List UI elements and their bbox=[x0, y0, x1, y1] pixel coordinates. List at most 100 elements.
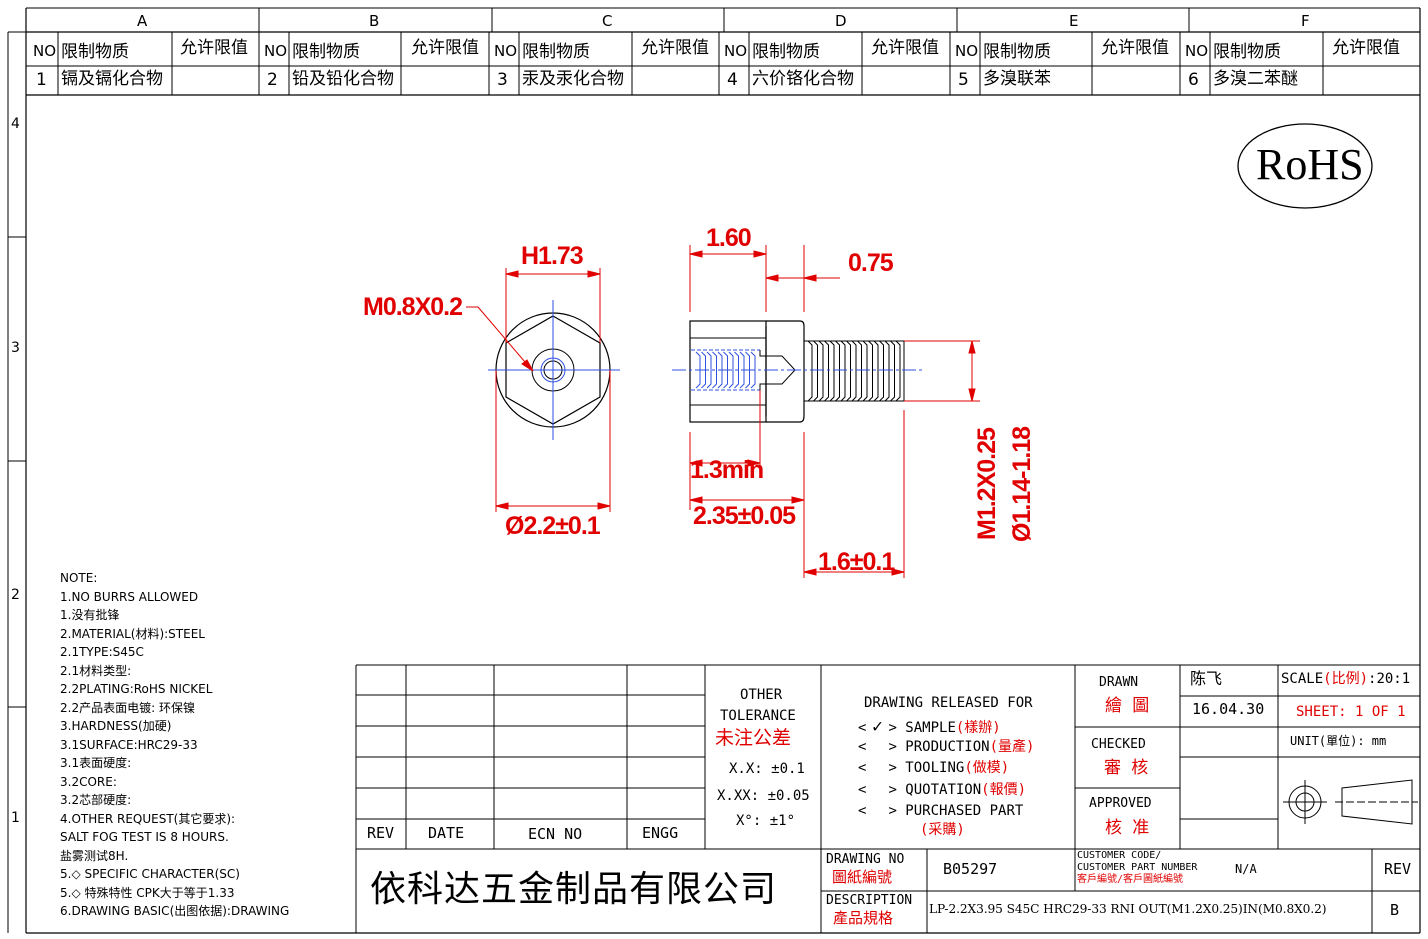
note-line: 4.OTHER REQUEST(其它要求): bbox=[60, 811, 236, 826]
column-letter-d: D bbox=[835, 12, 847, 30]
table-cell-substance: 镉及镉化合物 bbox=[61, 69, 163, 89]
bracket-left: < bbox=[858, 760, 867, 776]
tolerance-title-1: OTHER bbox=[740, 687, 783, 703]
table-cell-substance: 多溴联苯 bbox=[983, 69, 1051, 89]
table-header-substance: 限制物质 bbox=[752, 42, 820, 62]
table-header-no: NO bbox=[33, 42, 57, 60]
release-option-label: QUOTATION bbox=[905, 781, 982, 798]
release-option[interactable]: <✓> SAMPLE(樣辦) bbox=[858, 718, 1001, 736]
tolerance-title-2: TOLERANCE bbox=[720, 708, 796, 724]
unit-label: UNIT bbox=[1290, 734, 1319, 748]
table-header-limit: 允许限值 bbox=[641, 38, 709, 58]
release-option-label-cn: (量產) bbox=[989, 738, 1035, 755]
rev-value: B bbox=[1390, 901, 1400, 919]
table-header-no: NO bbox=[494, 42, 518, 60]
table-header-no: NO bbox=[1185, 42, 1209, 60]
table-cell-substance: 汞及汞化合物 bbox=[522, 69, 624, 89]
bracket-right: > bbox=[888, 803, 906, 819]
column-letter-f: F bbox=[1301, 12, 1310, 30]
scale-ratio: :20:1 bbox=[1368, 671, 1411, 687]
column-letter-b: B bbox=[369, 12, 380, 30]
note-line: 3.2CORE: bbox=[60, 774, 117, 789]
table-header-no: NO bbox=[724, 42, 748, 60]
release-option-label: SAMPLE bbox=[905, 720, 956, 736]
dim-body-length: 2.35±0.05 bbox=[693, 502, 796, 530]
unit-mm: : mm bbox=[1357, 734, 1387, 748]
table-cell-no: 2 bbox=[267, 70, 278, 90]
unit-label-cn: (單位) bbox=[1318, 734, 1358, 748]
column-letter-a: A bbox=[137, 12, 148, 30]
row-number-3: 3 bbox=[11, 340, 20, 356]
release-option[interactable]: < > PURCHASED PART (采購) bbox=[858, 803, 1024, 837]
release-option[interactable]: <> QUOTATION(報價) bbox=[858, 783, 1026, 797]
table-header-substance: 限制物质 bbox=[61, 42, 129, 62]
release-option[interactable]: < > PRODUCTION(量產) bbox=[858, 740, 1034, 754]
table-header-no: NO bbox=[955, 42, 979, 60]
row-number-2: 2 bbox=[11, 587, 20, 603]
customer-code-label-cn: 客戶編號/客戶圖紙編號 bbox=[1077, 874, 1184, 885]
scale-value: SCALE(比例):20:1 bbox=[1281, 672, 1410, 686]
release-option-label-cn: (采購) bbox=[920, 822, 965, 838]
rev-label: REV bbox=[1384, 860, 1412, 878]
dim-stud-length: 1.6±0.1 bbox=[818, 548, 895, 576]
tolerance-title-cn: 未注公差 bbox=[715, 727, 792, 749]
note-line: 2.2产品表面电镀: 环保镍 bbox=[60, 700, 195, 715]
scale-label: SCALE bbox=[1281, 671, 1324, 687]
drawing-no-label: DRAWING NO bbox=[826, 852, 905, 867]
sheet-value: SHEET: 1 OF 1 bbox=[1296, 704, 1406, 720]
customer-code-label-2: CUSTOMER PART NUMBER bbox=[1077, 862, 1198, 873]
note-line: 2.1TYPE:S45C bbox=[60, 645, 144, 659]
row-number-4: 4 bbox=[11, 116, 20, 132]
table-header-no: NO bbox=[264, 42, 288, 60]
note-line: 3.1表面硬度: bbox=[60, 756, 132, 770]
bracket-left: < bbox=[858, 738, 867, 755]
table-cell-substance: 六价铬化合物 bbox=[752, 69, 854, 89]
table-cell-no: 6 bbox=[1188, 70, 1199, 90]
bracket-left: < bbox=[858, 803, 867, 819]
release-option[interactable]: < > TOOLING(做模) bbox=[858, 761, 1009, 775]
release-option-label-cn: (報價) bbox=[981, 781, 1027, 798]
bracket-right: > bbox=[888, 738, 906, 755]
rohs-mark bbox=[1237, 123, 1373, 209]
release-option-label: TOOLING bbox=[905, 760, 965, 776]
table-cell-no: 3 bbox=[497, 70, 508, 90]
dim-external-thread: M1.2X0.25 bbox=[973, 428, 1001, 540]
drawing-no-value: B05297 bbox=[943, 860, 998, 878]
approved-label: APPROVED bbox=[1089, 796, 1152, 811]
release-title: DRAWING RELEASED FOR bbox=[864, 695, 1033, 711]
dim-outer-diameter: Ø2.2±0.1 bbox=[505, 512, 601, 540]
scale-label-cn: (比例) bbox=[1323, 671, 1369, 687]
checkmark-icon: ✓ bbox=[872, 716, 883, 737]
column-letter-e: E bbox=[1069, 12, 1079, 30]
table-header-limit: 允许限值 bbox=[411, 38, 479, 58]
checked-label-cn: 審 核 bbox=[1104, 758, 1149, 778]
bracket-right: > bbox=[888, 760, 906, 776]
column-letter-c: C bbox=[602, 12, 613, 30]
table-cell-no: 5 bbox=[958, 70, 969, 90]
release-option-label: PRODUCTION bbox=[905, 738, 990, 755]
drawn-label: DRAWN bbox=[1099, 675, 1139, 690]
customer-code-value: N/A bbox=[1235, 862, 1257, 876]
description-label: DESCRIPTION bbox=[826, 893, 913, 908]
drawing-no-label-cn: 圖紙編號 bbox=[832, 868, 893, 886]
table-header-limit: 允许限值 bbox=[180, 38, 248, 58]
unit-value: UNIT(單位): mm bbox=[1290, 735, 1386, 747]
projection-symbol-icon bbox=[1283, 779, 1418, 825]
release-option-label: PURCHASED PART bbox=[905, 803, 1024, 819]
engg-header: ENGG bbox=[642, 824, 679, 842]
dim-head-length: 1.60 bbox=[706, 224, 752, 252]
release-option-label-cn: (做模) bbox=[964, 760, 1010, 776]
ecn-header: ECN NO bbox=[528, 825, 583, 843]
description-value: LP-2.2X3.95 S45C HRC29-33 RNI OUT(M1.2X0… bbox=[929, 902, 1327, 916]
table-header-substance: 限制物质 bbox=[1213, 42, 1281, 62]
rev-header: REV bbox=[367, 824, 395, 842]
date-header: DATE bbox=[428, 824, 465, 842]
note-line: 5.◇ SPECIFIC CHARACTER(SC) bbox=[60, 867, 240, 881]
table-header-limit: 允许限值 bbox=[1332, 38, 1400, 58]
note-line: 1.NO BURRS ALLOWED bbox=[60, 589, 199, 604]
tolerance-xx: X.X: ±0.1 bbox=[729, 761, 805, 777]
dim-stud-diameter: Ø1.14-1.18 bbox=[1008, 426, 1036, 542]
rohs-label: RoHS bbox=[1256, 140, 1364, 189]
table-header-limit: 允许限值 bbox=[871, 38, 939, 58]
